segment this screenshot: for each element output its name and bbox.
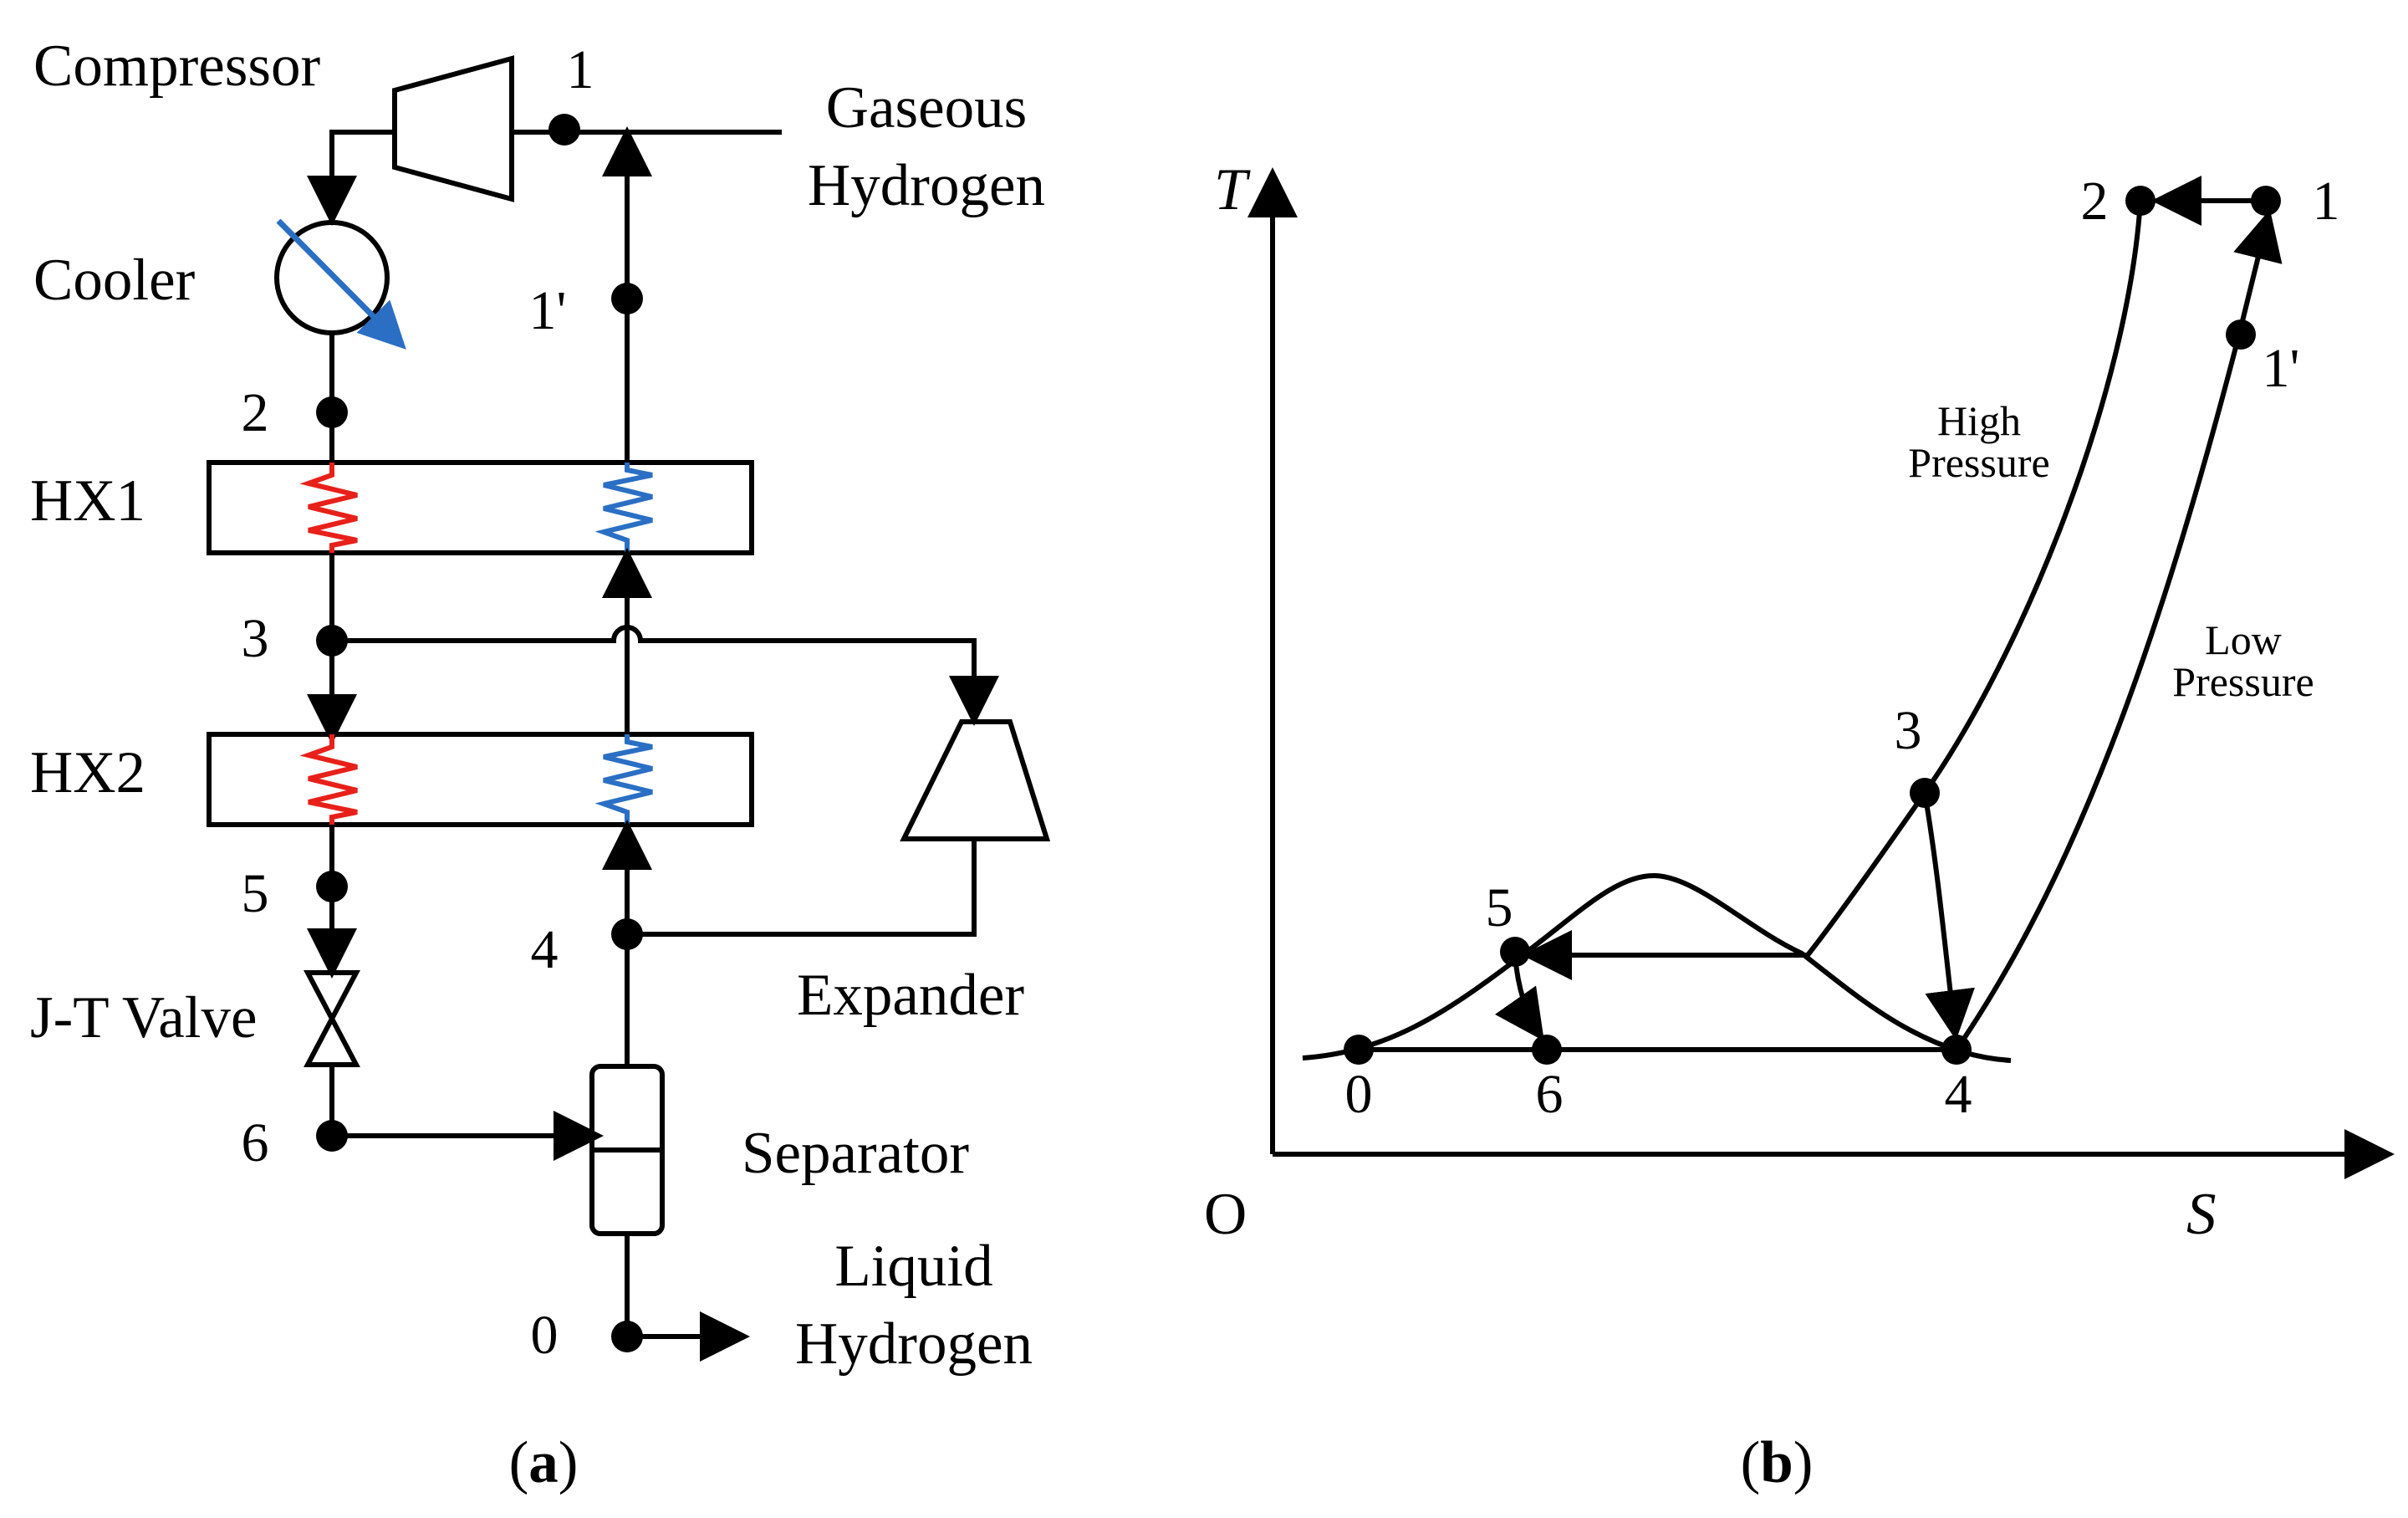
s-axis-label: S xyxy=(2186,1182,2217,1247)
state-point-4 xyxy=(611,918,643,950)
valve-icon-lower xyxy=(304,1013,360,1067)
state-point-2 xyxy=(316,396,348,428)
ts-point-label-4: 4 xyxy=(1945,1064,1972,1125)
point-label-5: 5 xyxy=(242,863,269,924)
gaseous-hydrogen-label: Hydrogen xyxy=(808,153,1045,218)
point-label-1prime: 1' xyxy=(529,280,567,341)
liquid-label: Liquid xyxy=(834,1234,992,1299)
ts-point-label-5: 5 xyxy=(1486,877,1513,938)
ts-point-5 xyxy=(1500,937,1530,967)
valve-to-separator-line xyxy=(329,1065,604,1161)
caption-b: (b) xyxy=(1741,1430,1814,1495)
low-pressure-label-1: Low xyxy=(2205,616,2282,663)
high-pressure-label-2: Pressure xyxy=(1908,439,2049,486)
hx2-hot-coil xyxy=(299,734,358,825)
high-pressure-label-1: High xyxy=(1937,397,2021,444)
jt-valve-label: J-T Valve xyxy=(30,985,258,1050)
hx1-hot-coil xyxy=(299,463,358,553)
state-point-6 xyxy=(316,1120,348,1152)
saturation-dome-curve xyxy=(1302,872,2012,1063)
cooler-arrow-icon xyxy=(276,218,406,350)
expander-label: Expander xyxy=(797,963,1024,1028)
hx2-box xyxy=(207,732,754,827)
liquid-outlet-line xyxy=(625,1234,750,1362)
panel-a-state-points xyxy=(316,114,643,1352)
ts-point-label-6: 6 xyxy=(1536,1064,1564,1125)
bypass-to-expander-line xyxy=(332,625,999,726)
separator-label: Separator xyxy=(742,1121,969,1186)
ts-point-6 xyxy=(1532,1035,1562,1065)
panel-b-state-points xyxy=(1344,186,2281,1065)
ts-point-label-0: 0 xyxy=(1345,1064,1373,1125)
ts-point-label-3: 3 xyxy=(1895,700,1922,761)
expander-icon xyxy=(900,719,1051,841)
point-label-3: 3 xyxy=(242,608,269,669)
state-point-1 xyxy=(548,114,580,146)
ts-point-2 xyxy=(2125,186,2155,216)
t-axis-label: T xyxy=(1214,157,1251,222)
ts-point-1prime xyxy=(2226,319,2256,350)
ts-point-1 xyxy=(2251,186,2281,216)
hx1-cold-coil xyxy=(594,463,653,553)
origin-label: O xyxy=(1204,1182,1247,1247)
hx1-label: HX1 xyxy=(30,468,145,534)
point-label-1: 1 xyxy=(567,39,594,100)
state-point-5 xyxy=(316,871,348,902)
hx2-cold-coil xyxy=(594,734,653,825)
low-pressure-curve xyxy=(1954,209,2283,1051)
ts-point-0 xyxy=(1344,1035,1374,1065)
point-label-0: 0 xyxy=(531,1305,559,1366)
compressor-to-cooler-line xyxy=(307,130,395,226)
point-label-6: 6 xyxy=(242,1112,269,1173)
ts-point-label-1prime: 1' xyxy=(2263,338,2300,399)
ts-point-3 xyxy=(1910,778,1940,808)
cooler-label: Cooler xyxy=(33,248,196,313)
state-point-0 xyxy=(611,1321,643,1352)
expander-to-point4-line xyxy=(627,839,977,937)
caption-a: (a) xyxy=(509,1430,579,1495)
panel-b-ts-diagram xyxy=(1247,167,2395,1179)
high-pressure-curve xyxy=(1805,200,2143,957)
liquid-hydrogen-label: Hydrogen xyxy=(795,1311,1033,1377)
gaseous-label: Gaseous xyxy=(826,75,1028,141)
state-point-3 xyxy=(316,625,348,657)
low-pressure-label-2: Pressure xyxy=(2172,658,2314,705)
ts-point-4 xyxy=(1941,1035,1972,1065)
valve-icon xyxy=(304,970,360,1025)
compressor-label: Compressor xyxy=(33,33,321,99)
ts-point-label-2: 2 xyxy=(2081,171,2109,232)
process-5-to-6-curve xyxy=(1494,954,1544,1041)
point-label-2: 2 xyxy=(242,382,269,443)
state-point-1prime xyxy=(611,283,643,314)
hx2-label: HX2 xyxy=(30,740,145,805)
compressor-icon xyxy=(392,55,514,202)
ts-point-label-1: 1 xyxy=(2313,171,2340,232)
hx1-box xyxy=(207,460,754,555)
process-3-to-4-curve xyxy=(1922,792,1975,1040)
point-label-4: 4 xyxy=(531,919,559,980)
